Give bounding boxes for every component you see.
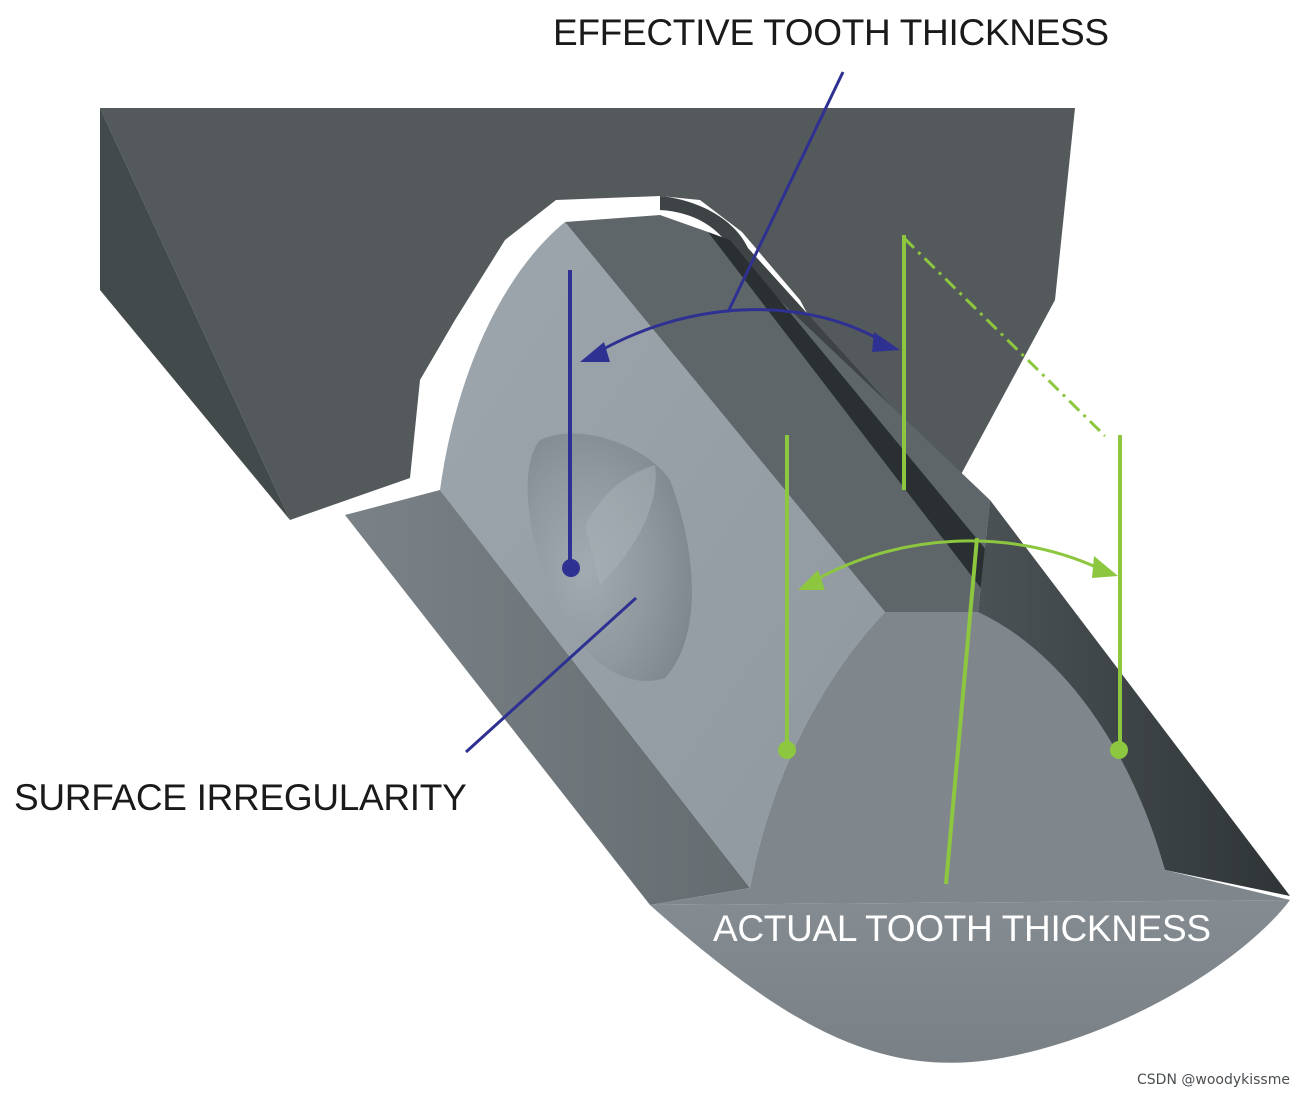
tooth-lower-face [650,612,1290,905]
actual-thickness-label: ACTUAL TOOTH THICKNESS [713,908,1211,949]
effective-arc [597,308,881,354]
surface-leader-line [464,596,638,754]
actual-arrow-left [798,570,825,590]
effective-thickness-annotation [562,71,900,577]
actual-dashdot-line [902,236,1107,438]
tooth-top-land [565,215,990,612]
effective-left-dot [562,559,580,577]
effective-arrow-right [872,332,900,352]
actual-arrow-right [1092,556,1118,578]
actual-right-dot [1110,741,1128,759]
actual-left-dot [778,741,796,759]
effective-leader-line [726,71,845,313]
surface-irregularity-label: SURFACE IRREGULARITY [14,777,466,818]
dent-highlight [585,465,656,585]
tooth-dark-edge [708,232,1015,612]
watermark-text: CSDN @woodykissme [1137,1072,1290,1088]
gear-body [650,900,1290,1063]
effective-thickness-label: EFFECTIVE TOOTH THICKNESS [553,12,1109,53]
actual-arc [811,539,1099,584]
mating-gear-left-side [100,108,290,520]
actual-leader-line [944,537,979,885]
tooth-right-side [978,500,1290,896]
mating-gear-top-face [100,108,1075,520]
actual-thickness-annotation [778,235,1128,885]
effective-arrow-left [580,342,610,362]
tooth-left-flank [345,490,750,905]
